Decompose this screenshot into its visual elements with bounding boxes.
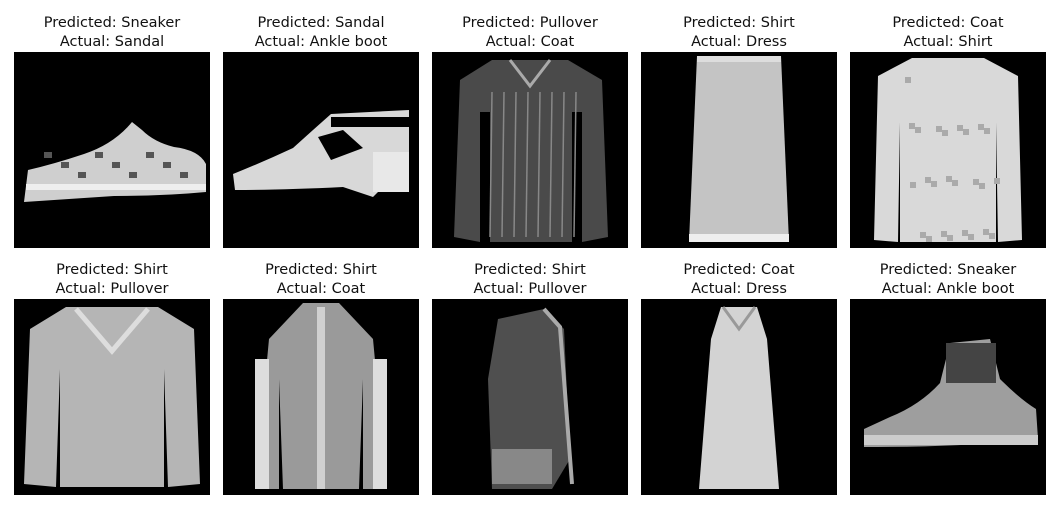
garment-image [432,299,628,495]
zip-coat-illustration [255,303,387,489]
predicted-label: Predicted: Sneaker [879,262,1017,278]
v-neck-pullover-illustration [24,307,200,487]
predicted-label: Predicted: Shirt [265,262,377,278]
actual-label: Actual: Shirt [903,34,993,50]
sneaker-sandal-illustration [24,122,206,202]
predicted-label: Predicted: Sneaker [43,15,181,31]
garment-image [850,299,1046,495]
actual-label: Actual: Sandal [59,34,165,50]
predicted-label: Predicted: Shirt [474,262,586,278]
garment-image [14,299,210,495]
dark-pullover-illustration [488,307,574,489]
actual-label: Actual: Ankle boot [254,34,388,50]
predicted-label: Predicted: Sandal [257,15,385,31]
dress-skirt-illustration [689,56,789,242]
dark-coat-illustration [454,59,608,242]
garment-image [641,52,837,248]
actual-label: Actual: Pullover [55,281,169,297]
light-shirt-illustration [874,58,1022,242]
predicted-label: Predicted: Coat [892,15,1004,31]
predicted-label: Predicted: Shirt [683,15,795,31]
garment-image [14,52,210,248]
ankle-boot-sandal-illustration [233,110,409,197]
actual-label: Actual: Dress [691,281,787,297]
garment-image [432,52,628,248]
predicted-label: Predicted: Coat [683,262,795,278]
garment-image [223,52,419,248]
predicted-label: Predicted: Shirt [56,262,168,278]
garment-image [850,52,1046,248]
actual-label: Actual: Coat [485,34,575,50]
predicted-label: Predicted: Pullover [462,15,598,31]
garment-image [223,299,419,495]
actual-label: Actual: Coat [276,281,366,297]
long-dress-illustration [699,306,779,489]
high-top-boot-illustration [864,339,1038,447]
actual-label: Actual: Dress [691,34,787,50]
actual-label: Actual: Ankle boot [881,281,1015,297]
garment-image [641,299,837,495]
actual-label: Actual: Pullover [473,281,587,297]
